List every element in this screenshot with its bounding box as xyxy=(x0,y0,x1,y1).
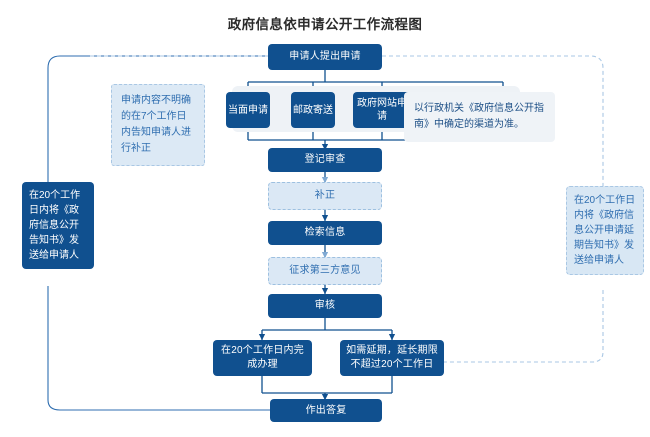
node-step-correction[interactable]: 补正 xyxy=(268,182,382,210)
node-end-reply[interactable]: 作出答复 xyxy=(270,399,382,422)
note-left-notification: 在20个工作日内将《政府信息公开告知书》发送给申请人 xyxy=(22,182,94,269)
node-channel-website[interactable]: 政府网站申请 xyxy=(353,92,411,128)
note-correction: 申请内容不明确的在7个工作日内告知申请人进行补正 xyxy=(111,84,205,166)
node-step-review[interactable]: 审核 xyxy=(268,294,382,318)
node-channel-in-person[interactable]: 当面申请 xyxy=(226,92,270,128)
node-branch-extension[interactable]: 如需延期，延长期限不超过20个工作日 xyxy=(340,340,444,376)
node-channel-postal[interactable]: 邮政寄送 xyxy=(291,92,335,128)
node-step-registration[interactable]: 登记审查 xyxy=(268,148,382,172)
node-step-retrieve-information[interactable]: 检索信息 xyxy=(268,221,382,245)
page-title: 政府信息依申请公开工作流程图 xyxy=(227,17,423,32)
node-branch-complete-in-20-days[interactable]: 在20个工作日内完成办理 xyxy=(213,340,312,376)
note-right-extension-notification: 在20个工作日内将《政府信息公开申请延期告知书》发送给申请人 xyxy=(566,186,644,275)
node-start[interactable]: 申请人提出申请 xyxy=(268,44,382,70)
note-channel-annotation: 以行政机关《政府信息公开指南》中确定的渠道为准。 xyxy=(404,92,555,142)
node-step-third-party-opinion[interactable]: 征求第三方意见 xyxy=(268,257,382,285)
